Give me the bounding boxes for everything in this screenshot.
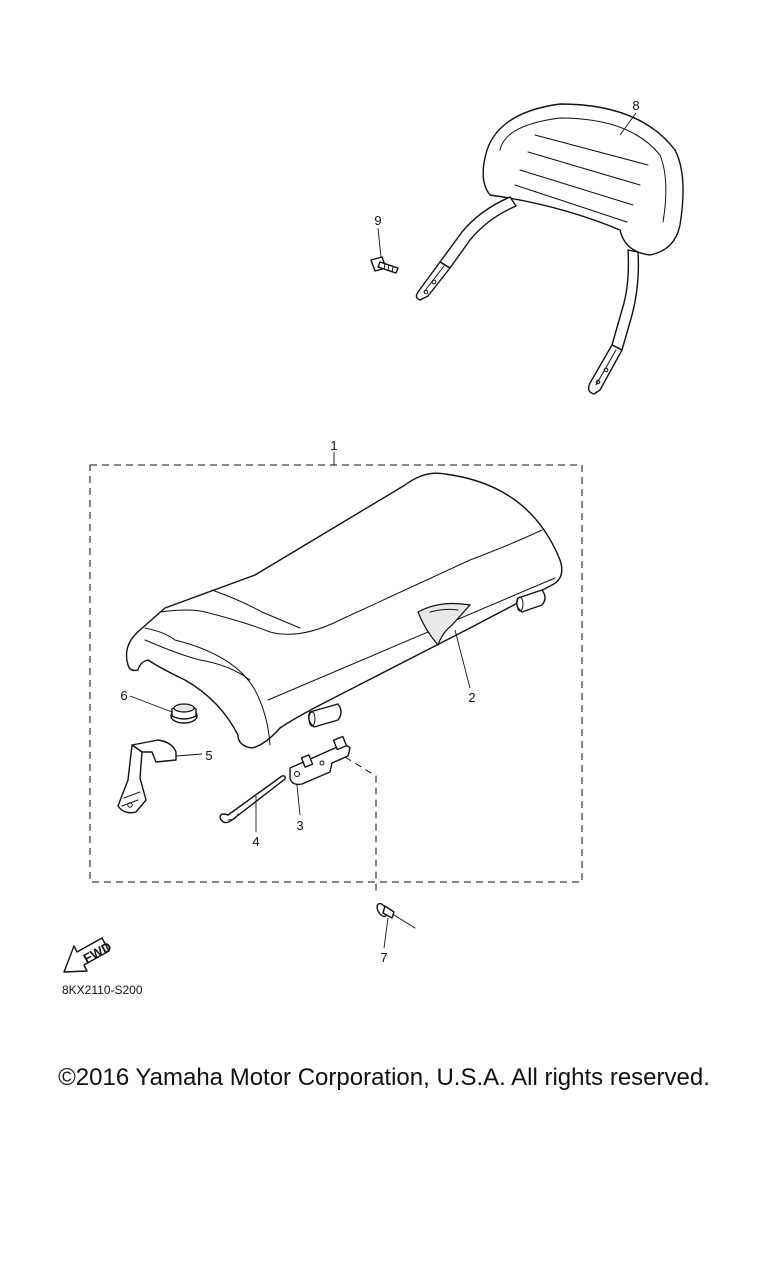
- leader-6: [129, 695, 173, 713]
- callout-2: 2: [468, 690, 475, 705]
- damper-part: [170, 703, 198, 724]
- callout-8: 8: [632, 98, 639, 113]
- leader-7: [383, 917, 389, 949]
- leader-2: [454, 629, 471, 689]
- bracket-part: [117, 739, 177, 814]
- latch-part: [289, 735, 351, 786]
- callout-1: 1: [330, 438, 337, 453]
- diagram-code: 8KX2110-S200: [62, 983, 143, 997]
- rivet-part: [376, 902, 416, 929]
- copyright-notice: ©2016 Yamaha Motor Corporation, U.S.A. A…: [58, 1064, 710, 1091]
- emblem-part: [417, 602, 472, 647]
- leader-8: [619, 112, 637, 136]
- backrest-part: [415, 103, 684, 395]
- rod-part: [219, 775, 286, 824]
- callout-7: 7: [380, 950, 387, 965]
- leader-3: [296, 784, 301, 816]
- callout-5: 5: [205, 748, 212, 763]
- callout-4: 4: [252, 834, 259, 849]
- callout-3: 3: [296, 818, 303, 833]
- bolt-part: [370, 256, 399, 274]
- parts-diagram: 8 9 1 2 6: [62, 98, 684, 997]
- callout-9: 9: [374, 213, 381, 228]
- callout-6: 6: [120, 688, 127, 703]
- fwd-label: FWD: [81, 939, 114, 966]
- fwd-arrow-icon: FWD: [63, 937, 114, 973]
- rivet-assembly-line: [344, 756, 377, 892]
- leader-5: [175, 753, 203, 757]
- seat-part: [125, 472, 563, 749]
- leader-9: [377, 227, 382, 258]
- seat-assembly-boundary: [89, 464, 583, 883]
